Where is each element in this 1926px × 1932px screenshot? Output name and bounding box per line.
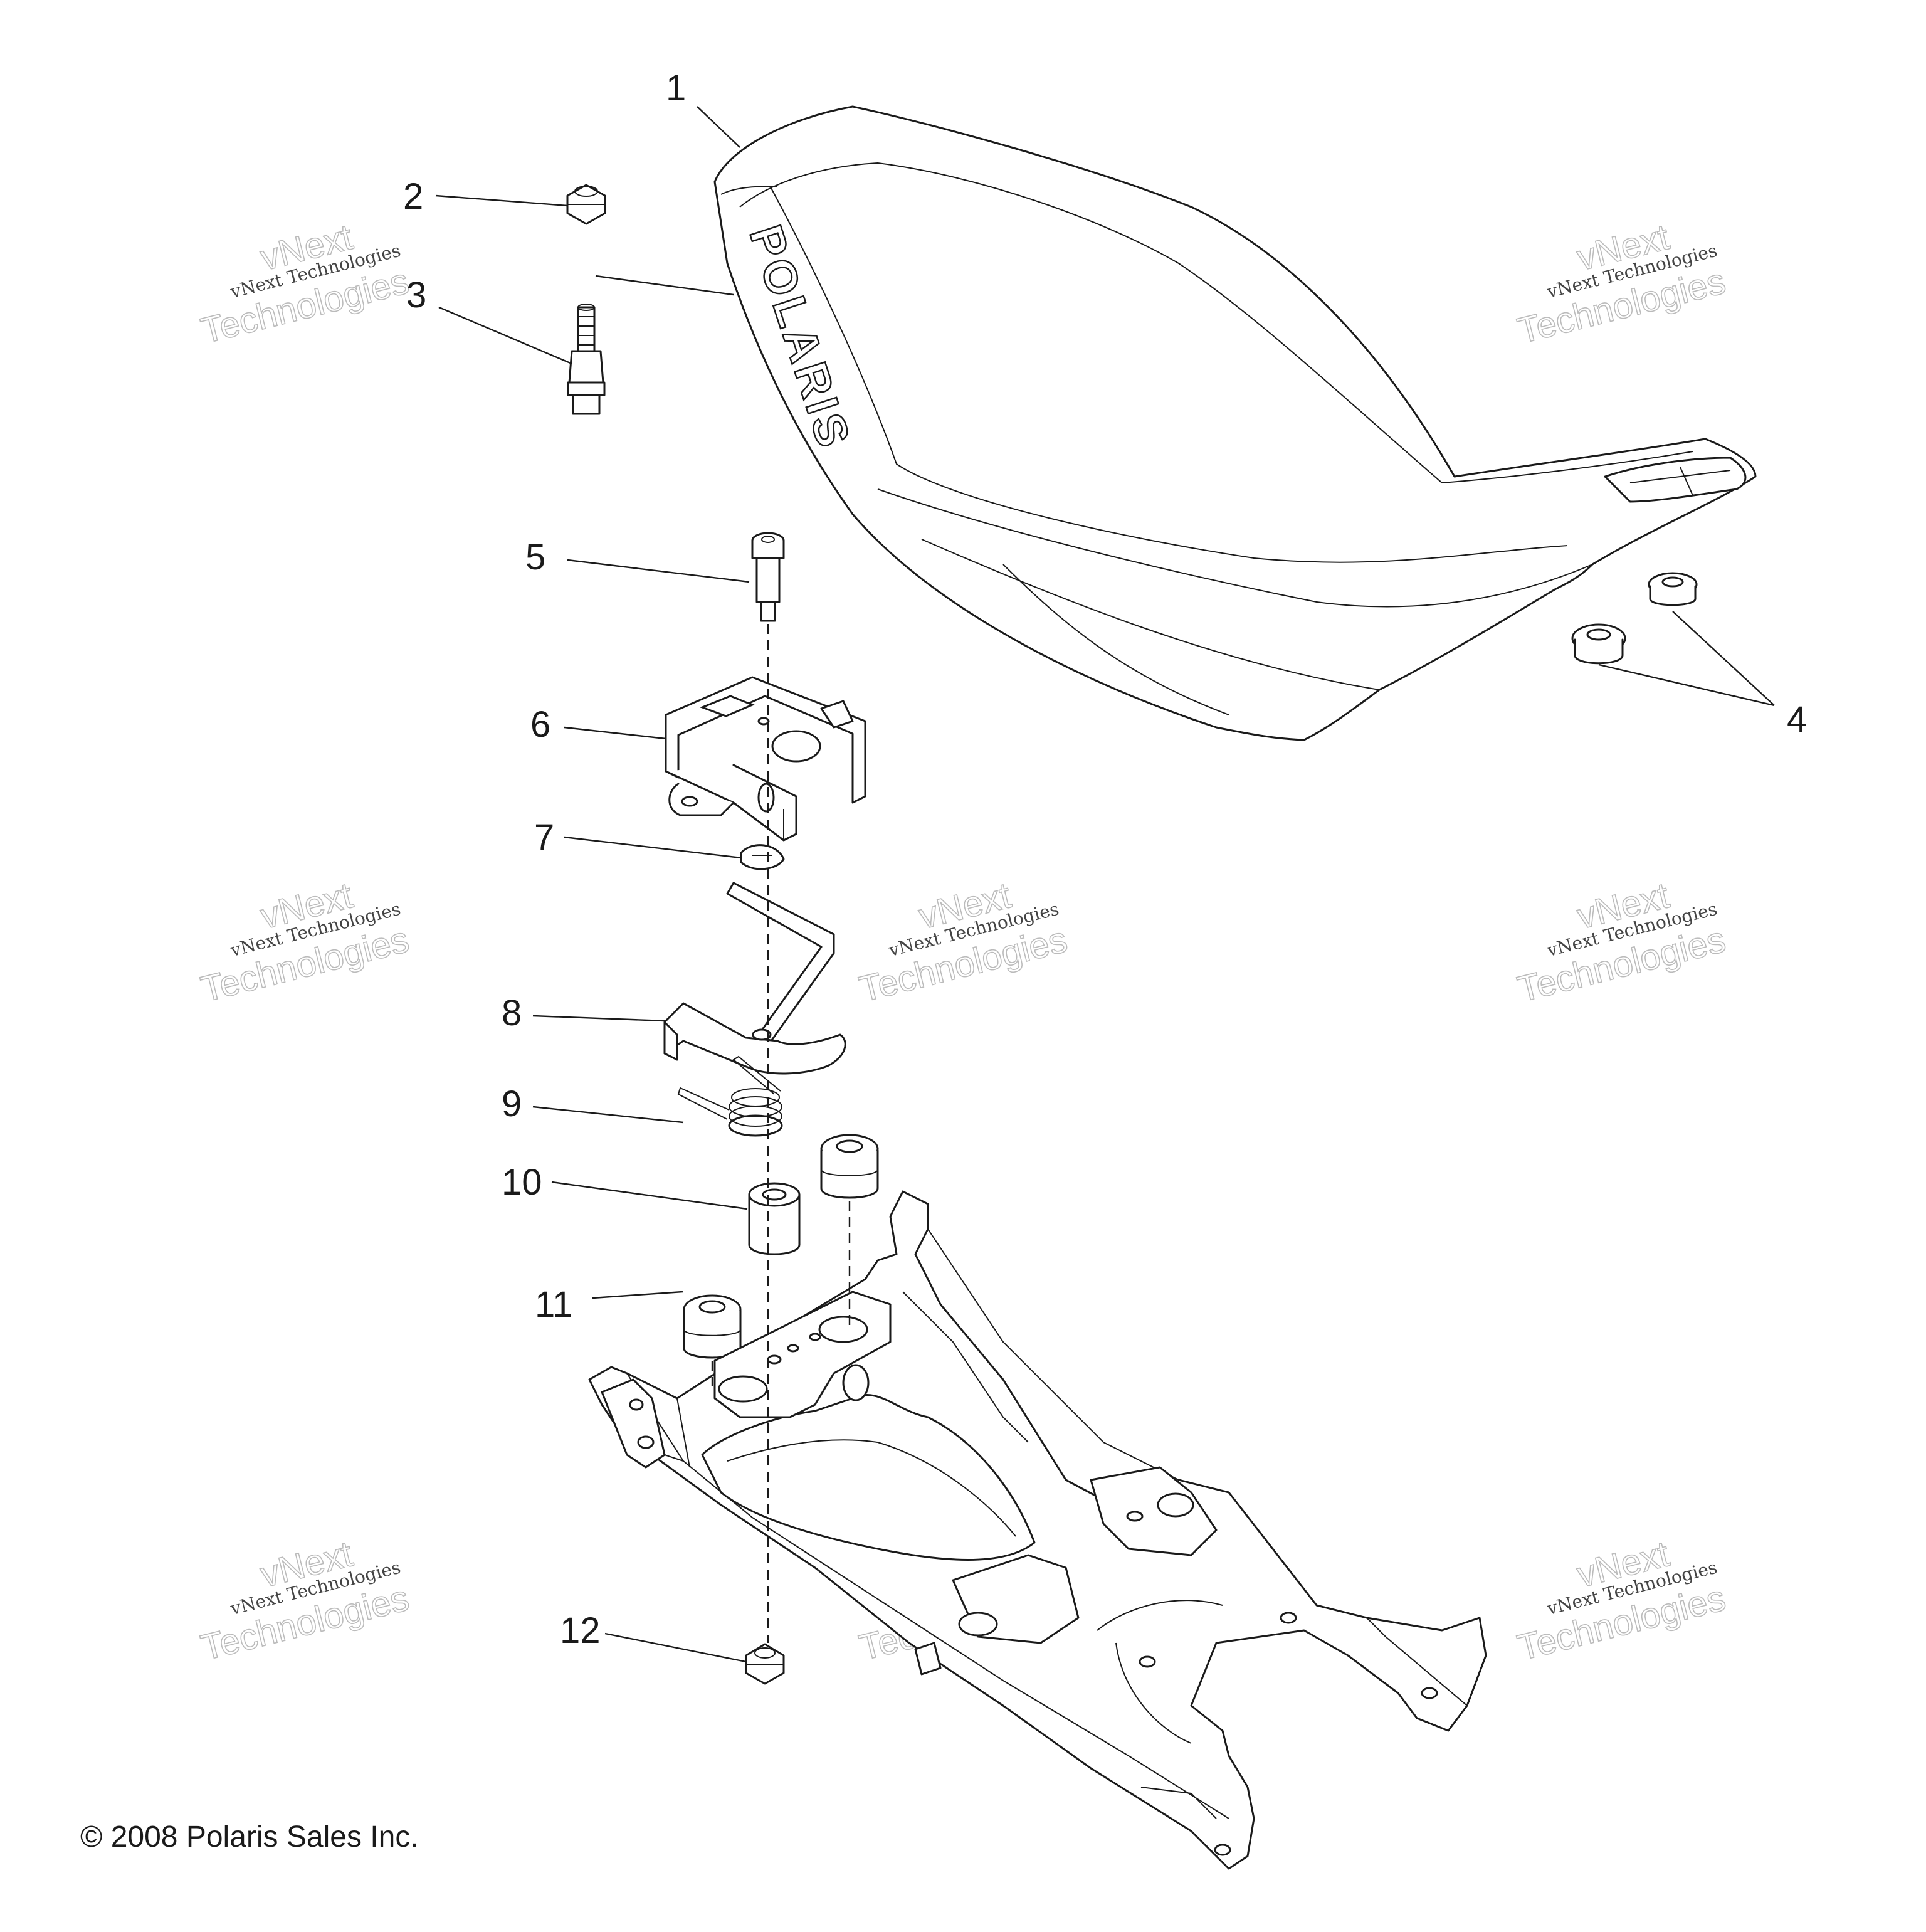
watermark-bottom-left: vNext vNext Technologies Technologies bbox=[197, 1533, 414, 1669]
callout-4: 4 bbox=[1787, 699, 1807, 740]
callout-3: 3 bbox=[406, 275, 426, 315]
clip-part-7 bbox=[740, 844, 785, 870]
shoulder-bolt-part-5 bbox=[751, 532, 785, 622]
callout-9: 9 bbox=[502, 1084, 522, 1124]
nut-part-12 bbox=[745, 1643, 785, 1685]
watermark-mid-right: vNext vNext Technologies Technologies bbox=[1513, 874, 1730, 1010]
grommet-part-11 bbox=[683, 1134, 879, 1359]
callout-7: 7 bbox=[534, 817, 554, 858]
watermark-top-right: vNext vNext Technologies Technologies bbox=[1513, 216, 1730, 352]
watermark-bottom-right: vNext vNext Technologies Technologies bbox=[1513, 1533, 1730, 1669]
grommet-part-4 bbox=[1571, 572, 1698, 665]
latch-lever-part-8 bbox=[663, 882, 846, 1075]
spacer-part-10 bbox=[748, 1182, 801, 1255]
leader-lines bbox=[435, 106, 1775, 1663]
watermark-top-left: vNext vNext Technologies Technologies bbox=[197, 216, 414, 352]
callout-8: 8 bbox=[502, 993, 522, 1033]
callout-labels: 1 2 3 4 5 6 7 8 9 10 11 12 bbox=[403, 68, 1807, 1651]
callout-2: 2 bbox=[403, 176, 423, 217]
assembly-centerlines bbox=[711, 624, 851, 1643]
watermark-mid-left: vNext vNext Technologies Technologies bbox=[197, 874, 414, 1010]
watermark-mid-center: vNext vNext Technologies Technologies bbox=[855, 874, 1072, 1010]
copyright-notice: © 2008 Polaris Sales Inc. bbox=[80, 1820, 419, 1854]
stud-part-3 bbox=[567, 304, 606, 415]
nut-part-2 bbox=[566, 184, 606, 225]
callout-11: 11 bbox=[535, 1284, 572, 1325]
callout-10: 10 bbox=[502, 1162, 542, 1203]
callout-5: 5 bbox=[525, 537, 545, 578]
callout-12: 12 bbox=[560, 1610, 601, 1651]
seat-subframe bbox=[588, 1190, 1487, 1870]
callout-1: 1 bbox=[666, 68, 686, 108]
latch-bracket-part-6 bbox=[665, 676, 866, 842]
callout-6: 6 bbox=[530, 704, 550, 745]
